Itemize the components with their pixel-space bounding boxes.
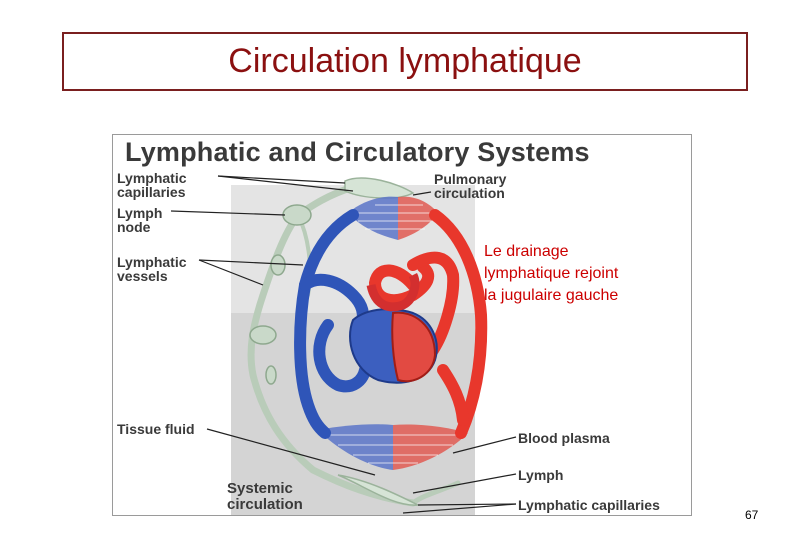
- slide-title: Circulation lymphatique: [228, 42, 582, 80]
- heart-drawing: [349, 272, 438, 384]
- figure-title: Lymphatic and Circulatory Systems: [125, 137, 590, 167]
- label-lymph: Lymph: [518, 467, 564, 483]
- lymphatic-circulatory-figure: Lymphatic and Circulatory Systems Lympha…: [112, 134, 692, 516]
- top-lymphatic-bed: [344, 177, 415, 199]
- circulation-diagram: [170, 175, 517, 515]
- arteries-drawing: [368, 209, 488, 439]
- label-systemic-circulation: Systemic circulation: [227, 480, 303, 513]
- label-lymph-node: Lymph node: [117, 205, 163, 235]
- label-lymphatic-capillaries-bottom: Lymphatic capillaries: [518, 497, 660, 513]
- label-blood-plasma: Blood plasma: [518, 430, 610, 446]
- label-pulmonary-circulation: Pulmonary circulation: [434, 171, 507, 201]
- label-pointer-lines: [170, 175, 517, 514]
- lymph-nodes: [249, 204, 312, 385]
- systemic-capillary-bed: [318, 424, 468, 470]
- label-lymphatic-vessels: Lymphatic vessels: [117, 254, 187, 284]
- slide-title-box: Circulation lymphatique: [62, 32, 748, 91]
- label-lymphatic-capillaries-top: Lymphatic capillaries: [117, 170, 187, 200]
- pulmonary-capillary-bed: [348, 196, 438, 240]
- label-tissue-fluid: Tissue fluid: [117, 421, 195, 437]
- drainage-note: Le drainage lymphatique rejoint la jugul…: [484, 243, 619, 304]
- page-number: 67: [745, 508, 759, 522]
